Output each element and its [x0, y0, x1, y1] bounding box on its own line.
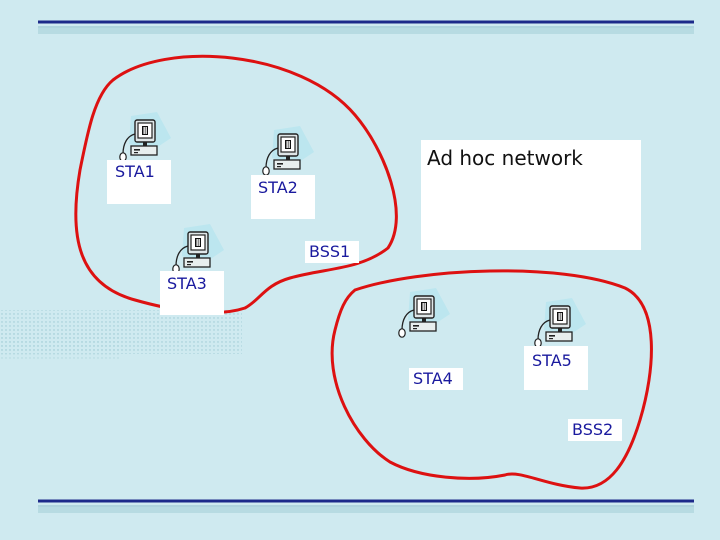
sta2-computer-icon: [262, 125, 315, 176]
diagram-title: Ad hoc network: [427, 146, 583, 170]
bss1-label: BSS1: [305, 241, 359, 263]
sta3-computer-icon: [172, 223, 225, 274]
station-label-sta3: STA3: [160, 271, 224, 315]
station-label-sta2: STA2: [251, 175, 315, 219]
station-label-sta5: STA5: [524, 346, 588, 390]
top-border: [38, 20, 694, 34]
sta5-computer-icon: [534, 297, 587, 348]
bss2-boundary: [330, 269, 653, 490]
station-label-sta4: STA4: [409, 368, 463, 390]
sta4-computer-icon: [398, 287, 451, 338]
diagram-title-box: Ad hoc network: [421, 140, 641, 250]
bottom-border: [38, 499, 694, 513]
bss1-boundary: [74, 54, 398, 315]
bss2-label: BSS2: [568, 419, 622, 441]
station-label-sta1: STA1: [107, 160, 171, 204]
sta1-computer-icon: [119, 111, 172, 162]
